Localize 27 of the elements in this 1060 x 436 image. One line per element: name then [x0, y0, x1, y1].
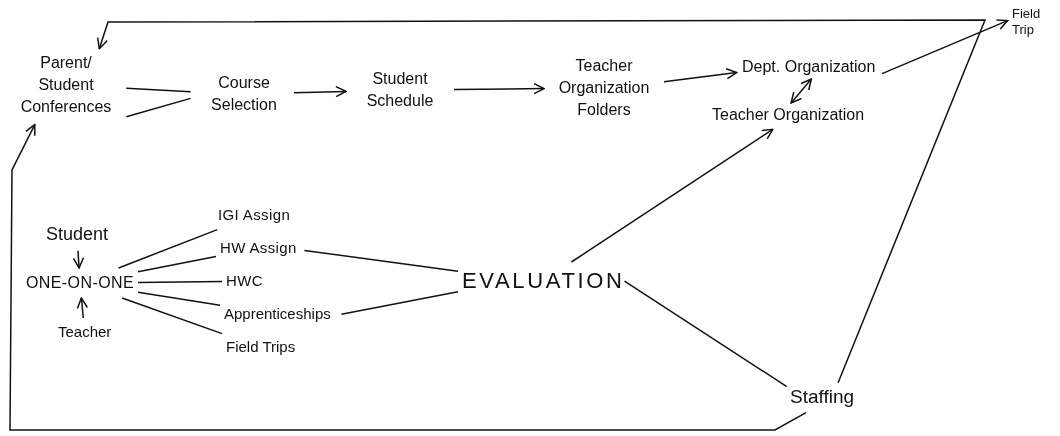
flow-step-text: Field Trip: [1012, 6, 1056, 39]
flow-step-text: Staffing: [790, 384, 855, 411]
flow-step-text: ONE-ON-ONE: [26, 272, 134, 294]
connector-arrow: [293, 85, 347, 98]
flow-step-text: IGI Assign: [218, 205, 291, 226]
flow-step-text: Parent/ Student Conferences: [14, 52, 118, 118]
flow-step-text: Student Schedule: [350, 68, 450, 112]
connector-arrow: [790, 78, 813, 104]
connector-arrow: [72, 250, 85, 269]
connector-arrow: [663, 68, 738, 83]
flow-step-text: EVALUATION: [462, 266, 625, 297]
connector-arrow: [96, 19, 987, 384]
flow-step-text: Course Selection: [198, 72, 290, 116]
connector-arrow: [9, 123, 807, 431]
flow-step-text: Teacher: [58, 322, 112, 343]
flow-step-text: HWC: [226, 271, 263, 292]
connector-arrow: [570, 128, 774, 263]
flow-step-text: Apprenticeships: [224, 304, 331, 325]
flow-step-text: Teacher Organization: [712, 104, 865, 126]
flow-step-text: HW Assign: [220, 238, 297, 259]
connector-arrow: [881, 19, 1009, 75]
flow-step-text: Student: [46, 222, 109, 247]
flow-step-text: Dept. Organization: [742, 56, 876, 78]
flow-step-text: Teacher Organization Folders: [548, 55, 660, 121]
connector-arrow: [76, 297, 89, 319]
flow-step-text: Field Trips: [226, 337, 296, 358]
connector-arrow: [453, 82, 545, 95]
